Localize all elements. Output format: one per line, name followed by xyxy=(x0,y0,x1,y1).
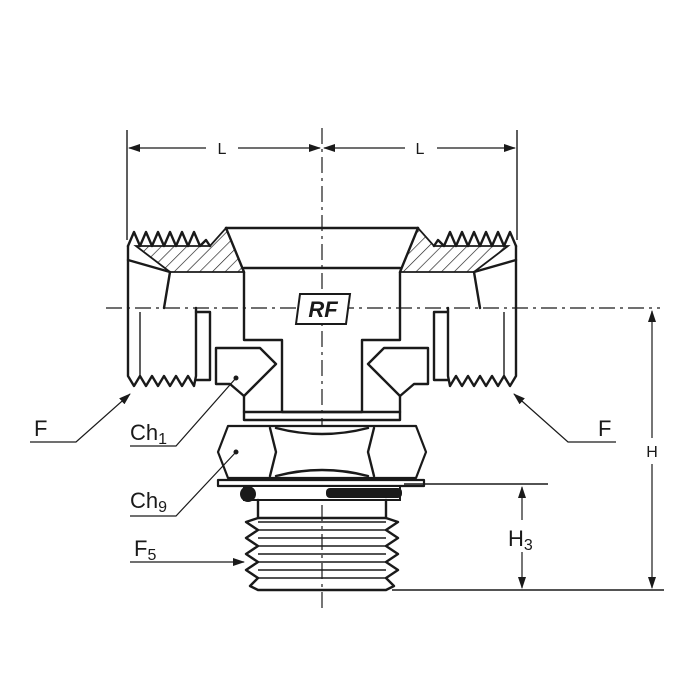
rf-logo-text: RF xyxy=(308,297,338,322)
rf-logo: RF xyxy=(294,293,352,325)
right-upper-thread xyxy=(432,230,518,248)
label-ch9: Ch9 xyxy=(130,488,167,516)
right-port-shoulder xyxy=(432,310,450,382)
tee-body-lower xyxy=(214,306,430,422)
dim-label-H: H xyxy=(646,444,658,461)
hex-arc-top xyxy=(274,426,370,436)
left-port-shoulder xyxy=(194,310,212,382)
right-F-leader xyxy=(513,393,616,443)
left-cone-line xyxy=(224,226,246,310)
stud-thread-outline xyxy=(244,498,400,592)
vertical-dimensions: H H3 xyxy=(392,310,664,591)
o-ring-right xyxy=(326,488,402,498)
stud-thread-crests xyxy=(258,521,386,579)
right-port-chamfer xyxy=(472,258,518,310)
label-right-F: F xyxy=(598,416,611,441)
left-lower-thread xyxy=(126,306,198,388)
label-f5: F5 xyxy=(134,536,156,564)
ch1-leader xyxy=(130,377,237,447)
o-ring-left xyxy=(240,486,256,502)
hex-nut xyxy=(216,424,428,480)
body-collar xyxy=(242,410,402,422)
hex-edge-left xyxy=(268,426,278,478)
left-lower-port xyxy=(126,306,212,388)
callouts: F F Ch1 Ch9 F5 xyxy=(30,377,616,566)
left-F-leader xyxy=(30,393,131,443)
right-wrench-flat xyxy=(366,346,430,398)
rf-logo-frame xyxy=(294,293,352,325)
left-upper-thread xyxy=(126,230,212,248)
dim-label-left-L: L xyxy=(218,141,227,158)
hex-arc-bottom xyxy=(274,468,370,478)
tee-body-section xyxy=(126,226,518,310)
label-left-F: F xyxy=(34,416,47,441)
ch9-leader xyxy=(130,451,237,517)
dim-label-H3: H3 xyxy=(508,526,533,554)
left-port-chamfer xyxy=(126,258,172,310)
right-lower-thread xyxy=(446,306,518,388)
left-wrench-flat xyxy=(214,346,278,398)
dim-label-right-L: L xyxy=(416,141,425,158)
right-cone-line xyxy=(398,226,420,310)
hex-edge-right xyxy=(366,426,376,478)
top-dimensions: L L xyxy=(126,130,518,240)
right-lower-port xyxy=(432,306,518,388)
seal-assembly xyxy=(216,478,426,502)
stud-thread xyxy=(244,498,400,592)
label-ch1: Ch1 xyxy=(130,420,167,448)
hex-nut-outline xyxy=(216,424,428,480)
